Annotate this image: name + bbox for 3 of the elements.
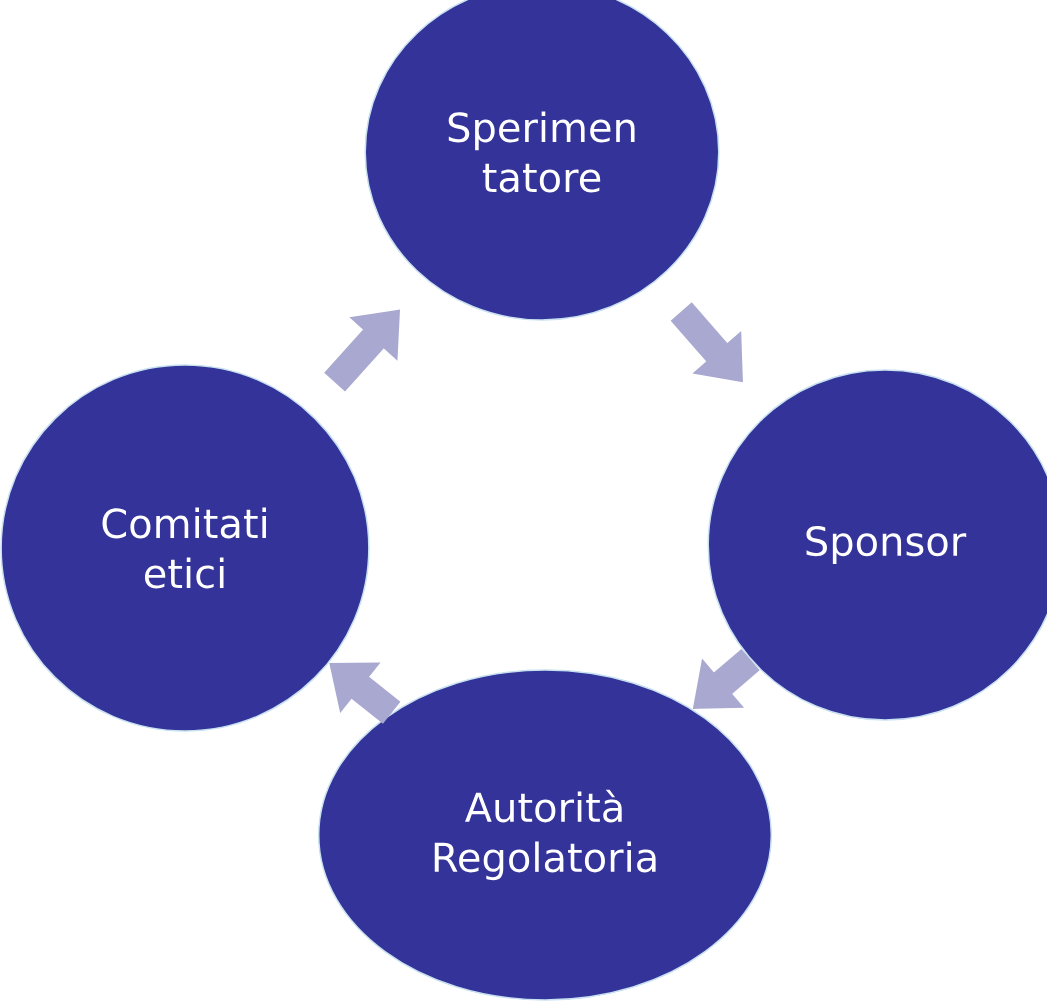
circle-node: Autorità Regolatoria [318, 669, 773, 1001]
circle-node: Comitati etici [0, 364, 370, 732]
circle-node: Sponsor [707, 369, 1047, 721]
